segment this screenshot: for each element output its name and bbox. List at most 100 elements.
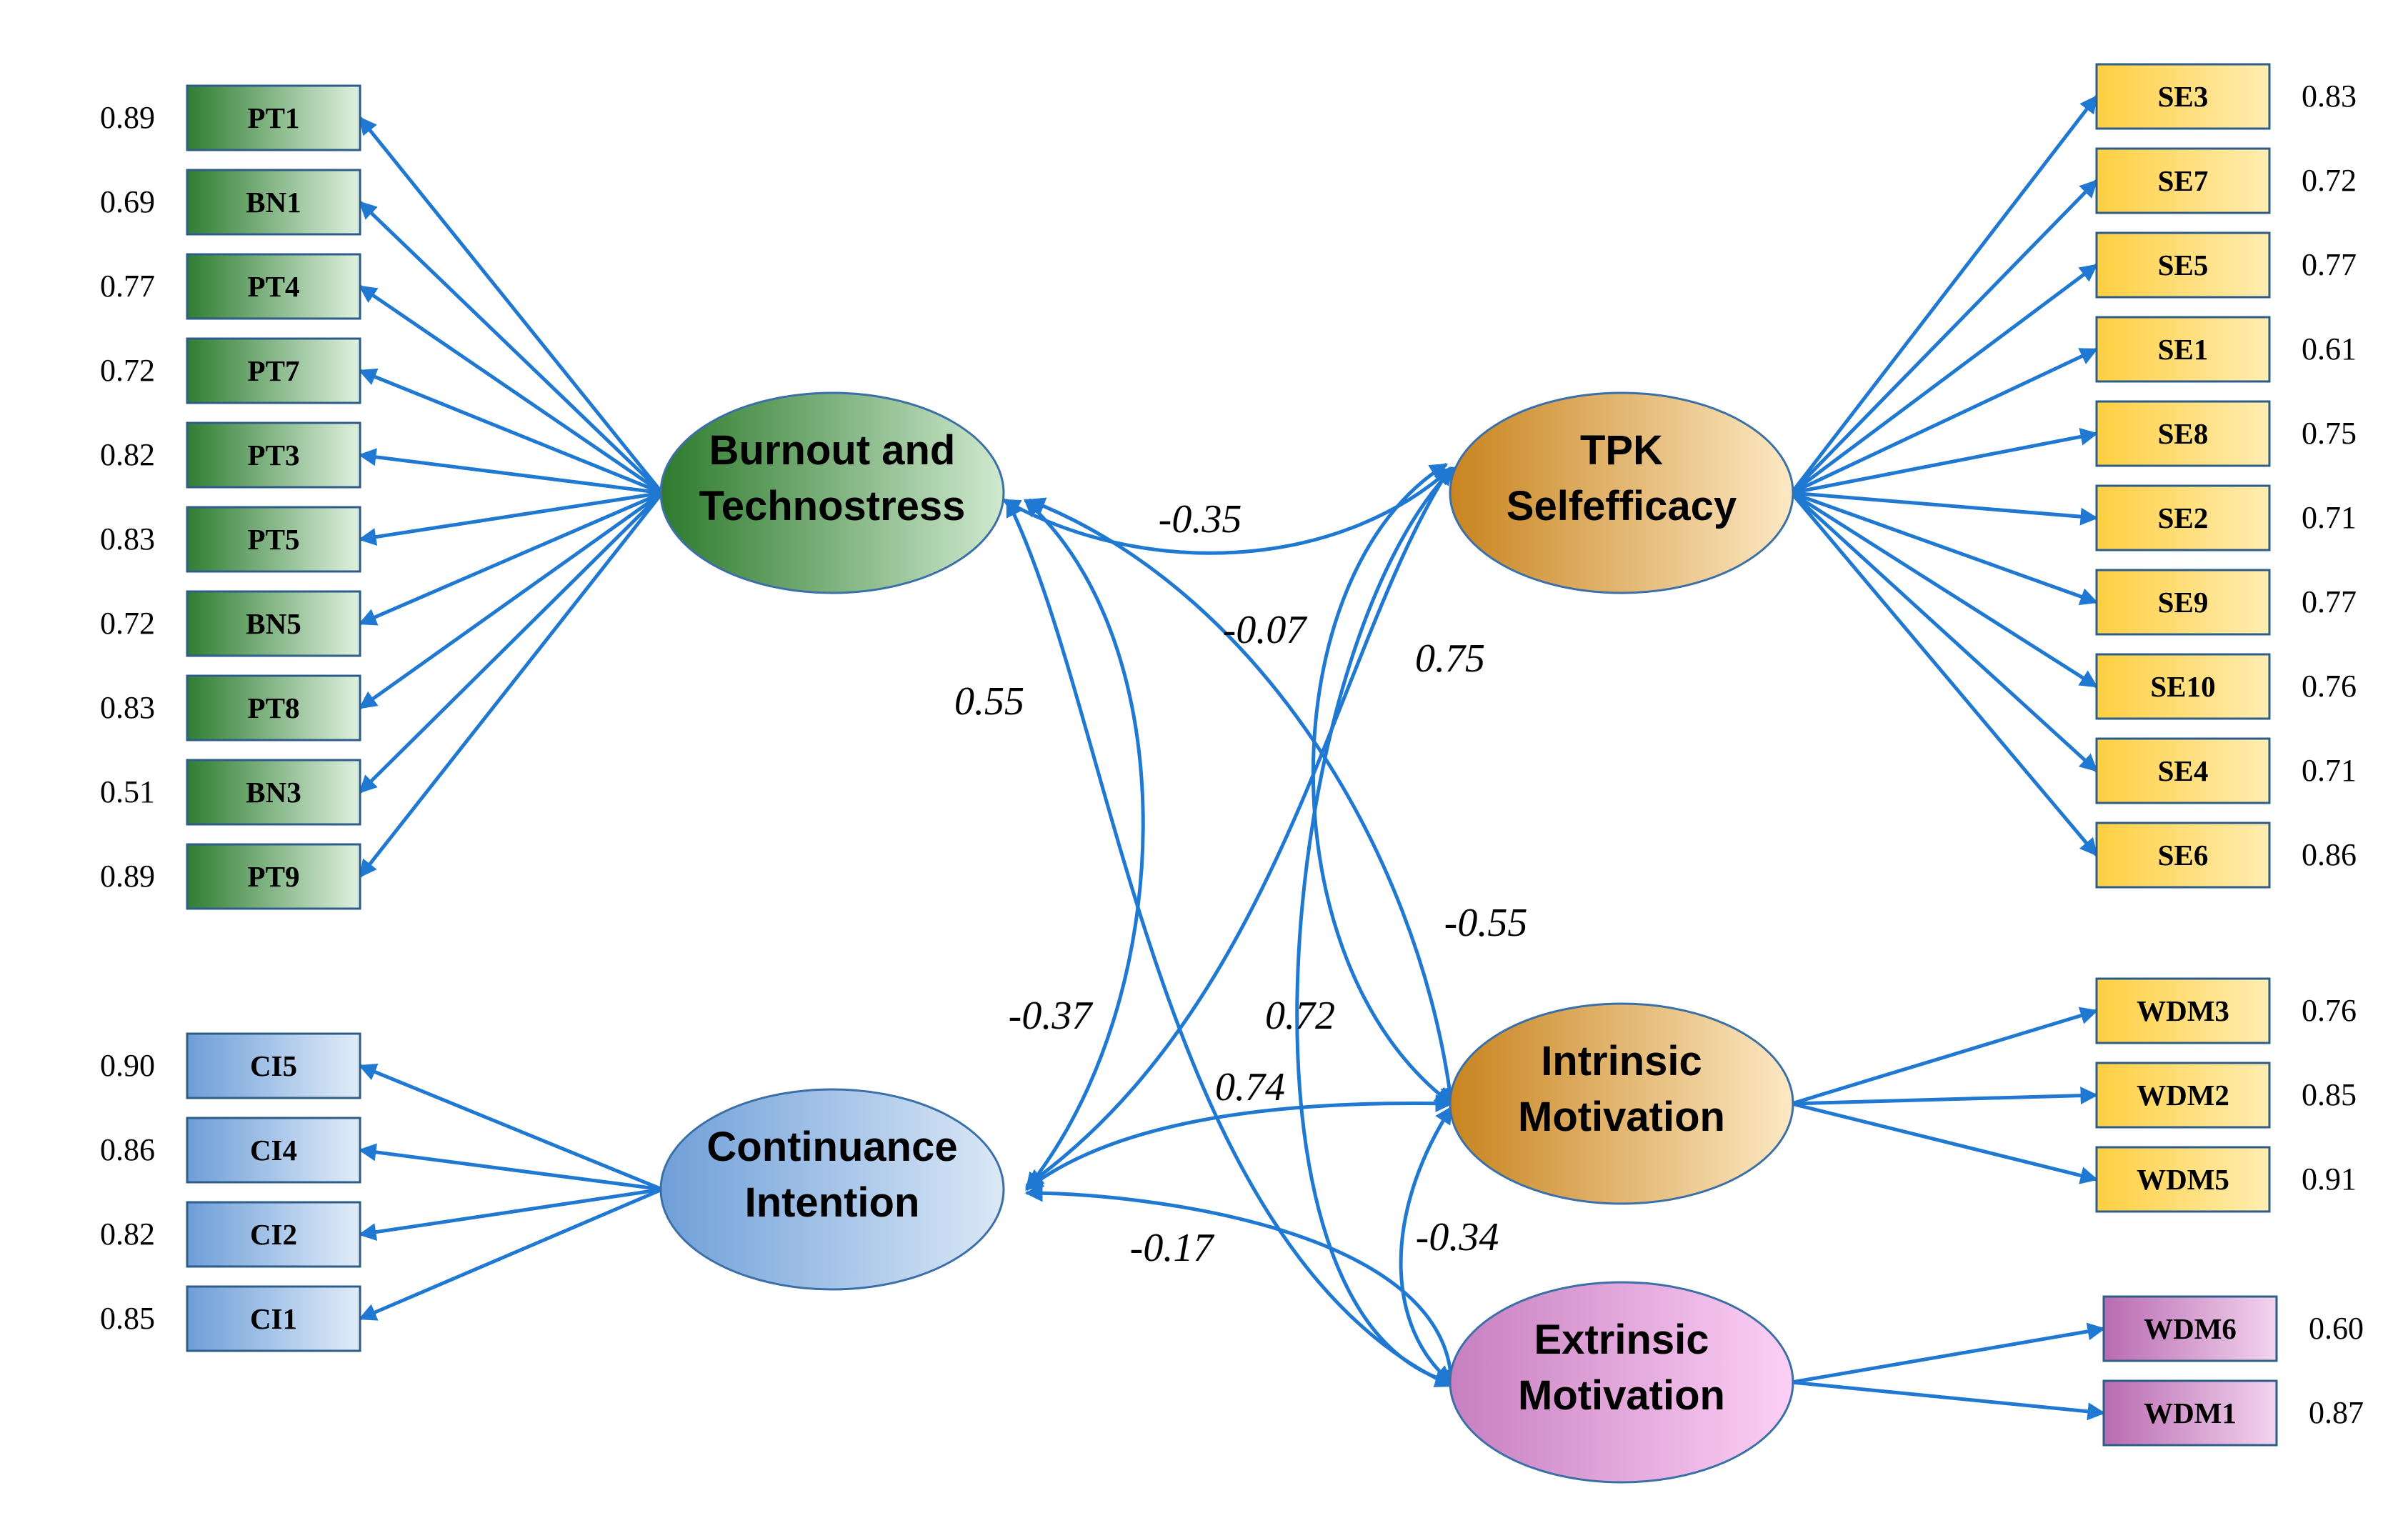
correlation-arrows — [1001, 462, 1461, 1388]
indicator-box-ci1 — [186, 1285, 361, 1352]
loading-arrow — [1790, 491, 2099, 689]
loading-value: 0.87 — [2309, 1395, 2364, 1430]
loading-value: 0.71 — [2302, 753, 2357, 788]
indicator-box-pt4 — [186, 253, 361, 320]
latent-burnout — [659, 391, 1005, 594]
loading-value: 0.61 — [2302, 331, 2357, 366]
indicator-box-pt1 — [186, 84, 361, 151]
loading-value: 0.75 — [2302, 416, 2357, 451]
loading-arrow — [1791, 491, 2099, 606]
indicator-box-wdm5 — [2095, 1146, 2271, 1213]
latent-label: Burnout and — [709, 427, 956, 474]
loading-value: 0.82 — [100, 437, 155, 472]
indicator-label: BN5 — [246, 607, 301, 640]
indicator-label: WDM3 — [2137, 994, 2229, 1027]
indicator-box-se2 — [2095, 484, 2271, 551]
loading-value: 0.72 — [2302, 163, 2357, 198]
loading-value: 0.72 — [100, 606, 155, 641]
indicator-boxes: PT10.89BN10.69PT40.77PT70.72PT30.82PT50.… — [100, 63, 2364, 1447]
loading-value: 0.77 — [2302, 584, 2357, 619]
indicator-label: SE8 — [2158, 417, 2209, 450]
loading-arrows — [358, 95, 2106, 1421]
loading-arrow — [1790, 95, 2098, 494]
indicator-box-se9 — [2095, 569, 2271, 636]
indicator-label: WDM5 — [2137, 1163, 2229, 1196]
indicator-box-ci5 — [186, 1032, 361, 1099]
loading-value: 0.91 — [2302, 1162, 2357, 1197]
loading-arrow — [359, 116, 664, 494]
indicator-box-pt5 — [186, 506, 361, 573]
loading-arrow — [1790, 491, 2098, 772]
correlation-value: -0.35 — [1159, 497, 1242, 541]
latent-tpk — [1449, 391, 1794, 594]
loading-arrow — [358, 491, 663, 626]
loading-arrow — [358, 1063, 663, 1192]
loading-value: 0.85 — [2302, 1077, 2357, 1112]
correlation-arrow-tpk-intrinsic — [1311, 462, 1454, 1106]
correlation-labels: -0.350.55-0.55-0.370.75-0.070.720.74-0.3… — [954, 497, 1527, 1270]
loading-arrow — [358, 1143, 663, 1192]
correlation-value: -0.34 — [1416, 1215, 1499, 1259]
indicator-label: SE9 — [2158, 586, 2209, 619]
loading-arrow — [1790, 263, 2099, 495]
loading-arrow — [359, 491, 664, 794]
loading-arrow — [1791, 428, 2099, 495]
indicator-label: SE1 — [2158, 333, 2209, 366]
indicator-box-pt8 — [186, 674, 361, 741]
loading-arrow — [359, 201, 664, 494]
indicator-box-pt9 — [186, 843, 361, 910]
loading-value: 0.83 — [2302, 79, 2357, 114]
latent-label: Technostress — [699, 483, 966, 529]
latent-extrinsic — [1449, 1281, 1794, 1484]
loading-value: 0.85 — [100, 1301, 155, 1336]
indicator-box-ci2 — [186, 1201, 361, 1268]
indicator-label: PT7 — [248, 354, 300, 387]
indicator-label: PT1 — [248, 101, 300, 134]
loading-value: 0.71 — [2302, 500, 2357, 535]
indicator-box-ci4 — [186, 1117, 361, 1184]
latent-label: TPK — [1580, 427, 1663, 474]
loading-arrow — [1791, 1087, 2099, 1106]
indicator-box-wdm2 — [2095, 1062, 2271, 1129]
latent-label: Motivation — [1518, 1094, 1725, 1140]
indicator-box-se8 — [2095, 400, 2271, 467]
correlation-value: -0.55 — [1444, 901, 1528, 945]
loading-arrow — [358, 491, 664, 710]
loading-arrow — [358, 284, 664, 495]
loading-value: 0.86 — [2302, 837, 2357, 872]
loading-value: 0.76 — [2302, 993, 2357, 1028]
indicator-label: SE7 — [2158, 164, 2209, 197]
latent-label: Selfefficacy — [1507, 483, 1737, 529]
indicator-label: SE10 — [2150, 670, 2215, 703]
indicator-label: SE5 — [2158, 249, 2209, 281]
correlation-arrow-tpk-continuance — [1024, 466, 1452, 1188]
indicator-label: BN1 — [246, 186, 301, 219]
loading-arrow — [1790, 347, 2099, 495]
loading-value: 0.83 — [100, 690, 155, 725]
indicator-label: CI5 — [250, 1049, 297, 1082]
loading-arrow — [1791, 1322, 2106, 1384]
loading-arrow — [1791, 1102, 2099, 1184]
loading-arrow — [358, 1187, 663, 1242]
latent-label: Intention — [745, 1179, 920, 1226]
loading-value: 0.86 — [100, 1132, 155, 1167]
indicator-box-bn5 — [186, 590, 361, 657]
indicator-label: SE2 — [2158, 501, 2209, 534]
correlation-value: -0.37 — [1009, 994, 1094, 1038]
loading-arrow — [1790, 179, 2098, 494]
indicator-box-se10 — [2095, 653, 2271, 720]
loading-arrow — [1791, 491, 2099, 526]
indicator-box-bn1 — [186, 169, 361, 236]
loading-value: 0.77 — [100, 269, 155, 304]
loading-arrow — [1791, 1007, 2099, 1106]
indicator-label: PT5 — [248, 523, 300, 556]
indicator-label: CI2 — [250, 1218, 297, 1251]
indicator-label: WDM6 — [2144, 1312, 2237, 1345]
latent-intrinsic — [1449, 1002, 1794, 1205]
indicator-box-se6 — [2095, 822, 2271, 889]
indicator-label: SE4 — [2158, 754, 2209, 787]
loading-arrow — [358, 448, 663, 495]
loading-arrow — [358, 368, 663, 495]
indicator-label: PT3 — [248, 439, 300, 471]
